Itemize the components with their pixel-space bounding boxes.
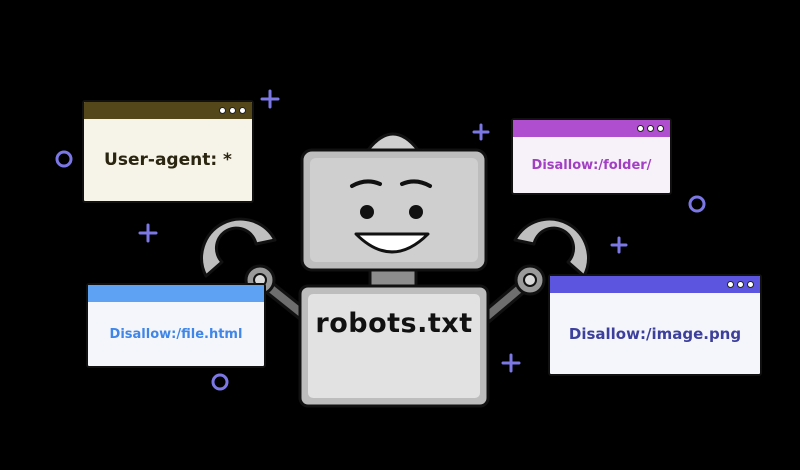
- disallow-image-card: Disallow:/image.png: [548, 274, 762, 376]
- robot-label: robots.txt: [315, 308, 473, 339]
- window-dot-icon: [229, 107, 236, 114]
- disallow-folder-text: Disallow:/folder/: [531, 157, 652, 173]
- disallow-image-text: Disallow:/image.png: [568, 324, 742, 343]
- disallow-folder-card: Disallow:/folder/: [511, 118, 672, 195]
- circle-sparkle-icon: [55, 150, 706, 391]
- user-agent-card: User-agent: *: [82, 100, 254, 203]
- window-dot-icon: [747, 281, 754, 288]
- card-title-bar: [88, 285, 264, 302]
- window-dot-icon: [239, 107, 246, 114]
- card-title-bar: [550, 276, 760, 293]
- disallow-file-text: Disallow:/file.html: [109, 326, 243, 342]
- plus-sparkle-icon: [138, 89, 628, 373]
- disallow-file-card: Disallow:/file.html: [86, 283, 266, 368]
- user-agent-text: User-agent: *: [104, 150, 232, 170]
- window-dot-icon: [647, 125, 654, 132]
- window-dot-icon: [657, 125, 664, 132]
- card-title-bar: [513, 120, 670, 137]
- window-dot-icon: [219, 107, 226, 114]
- window-dot-icon: [637, 125, 644, 132]
- window-dot-icon: [737, 281, 744, 288]
- card-title-bar: [84, 102, 252, 119]
- window-dot-icon: [727, 281, 734, 288]
